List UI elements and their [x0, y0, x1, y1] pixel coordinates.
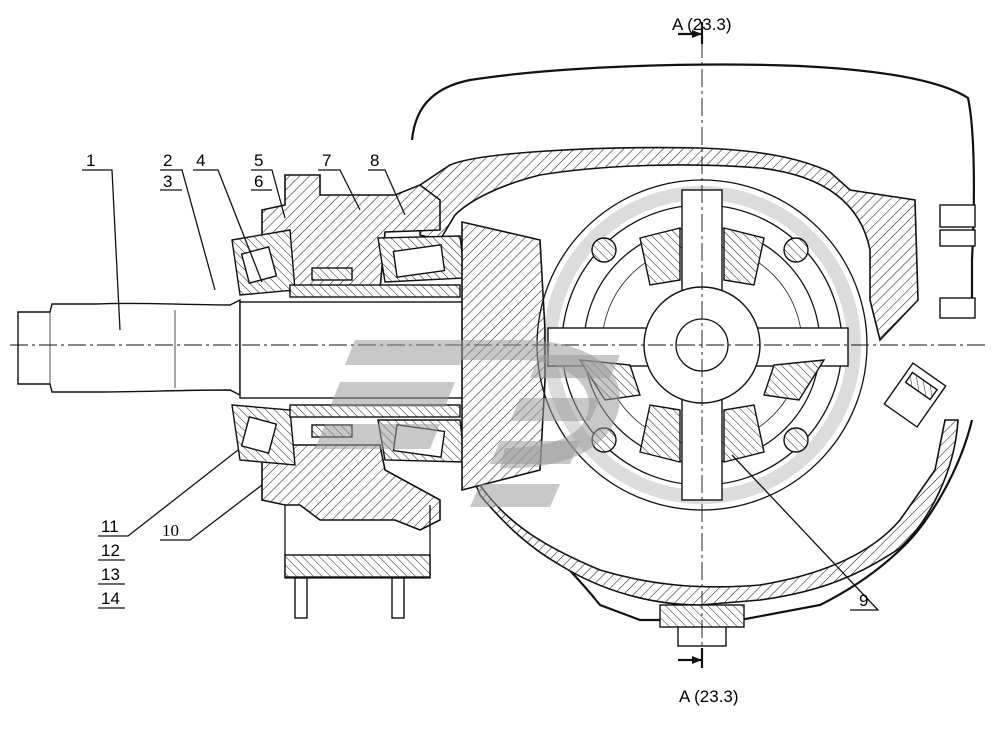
section-label-bottom: A (23.3)	[679, 687, 739, 706]
callout-13: 13	[101, 565, 120, 584]
section-arrow-bottom	[692, 656, 702, 664]
vent-plug	[883, 362, 947, 428]
front-bearing-upper	[231, 229, 296, 296]
stud-right-low	[939, 297, 976, 319]
callout-4: 4	[196, 151, 205, 170]
callout-6: 6	[254, 172, 263, 191]
front-bearing-lower	[231, 404, 296, 466]
callout-9: 9	[859, 591, 868, 610]
callout-2: 2	[163, 151, 172, 170]
carrier-housing-lower	[469, 419, 959, 606]
section-mark-bottom	[678, 648, 704, 668]
watermark-logo	[315, 340, 620, 507]
mounting-flange	[284, 554, 431, 578]
input-flange	[17, 298, 241, 397]
stud-right-top	[939, 204, 976, 228]
callout-10: 10	[162, 521, 179, 540]
callout-8: 8	[370, 151, 379, 170]
housing-cover-outline	[410, 63, 976, 622]
leader-lines	[82, 169, 880, 611]
stud-right	[391, 577, 405, 619]
bolt-tl	[591, 237, 617, 263]
sleeve-upper	[289, 284, 461, 298]
rear-bearing-upper	[377, 235, 466, 283]
callout-5: 5	[254, 151, 263, 170]
stud-left	[294, 577, 308, 619]
carrier-housing	[419, 146, 919, 342]
callout-1: 1	[86, 151, 95, 170]
callout-12: 12	[101, 541, 120, 560]
mounting-block	[284, 505, 431, 579]
callout-11: 11	[101, 517, 119, 536]
callout-3: 3	[163, 172, 172, 191]
section-label-top: A (23.3)	[672, 15, 732, 34]
callout-7: 7	[322, 151, 331, 170]
bolt-br	[783, 427, 809, 453]
callout-14: 14	[101, 589, 120, 608]
pinion-housing	[261, 174, 441, 293]
stud-right-mid	[939, 229, 976, 247]
bolt-tr	[783, 237, 809, 263]
spacer-upper	[311, 267, 353, 281]
section-arrow-top	[692, 30, 702, 38]
